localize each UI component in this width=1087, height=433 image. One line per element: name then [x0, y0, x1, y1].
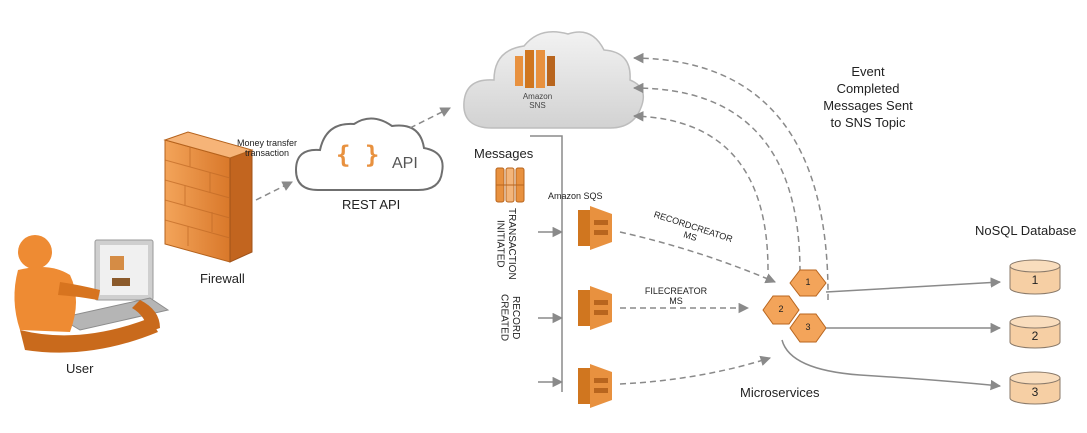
sns-line1: Amazon [522, 92, 553, 101]
api-icon-text: API [392, 155, 418, 172]
api-brace-icon: { } [336, 141, 380, 169]
database-cylinder-2 [1009, 315, 1061, 349]
rest-api-label: REST API [342, 197, 401, 212]
event-line4: to SNS Topic [830, 114, 906, 130]
event-completed-note: Event Completed Messages Sent to SNS Top… [818, 64, 918, 132]
db-2-label: 2 [1031, 329, 1039, 343]
record-line: RECORD [510, 295, 521, 340]
firewall-icon [163, 131, 254, 263]
transaction-initiated-label: TRANSACTION INITIATED [494, 208, 518, 280]
money-transfer-line1: Money transfer [236, 138, 298, 148]
hex-2-label: 2 [778, 304, 784, 314]
sqs-queue-icon-2 [578, 286, 612, 330]
microservice-hex-1 [789, 269, 827, 297]
initiated-line: INITIATED [494, 220, 506, 268]
event-line3: Messages Sent [823, 97, 913, 113]
money-transfer-line2: transaction [244, 148, 290, 159]
user-figure [14, 235, 170, 353]
message-queue-icon [495, 167, 525, 203]
created-line: CREATED [498, 294, 510, 342]
db-1-label: 1 [1031, 273, 1039, 287]
dashed-flow-arrows [255, 52, 829, 385]
filecreator-ms-label: FILECREATOR MS [636, 286, 716, 307]
sns-line2: SNS [529, 101, 546, 111]
filecreator-line: FILECREATOR [644, 286, 708, 296]
amazon-sns-label: Amazon SNS [515, 92, 560, 110]
money-transfer-label: Money transfer transaction [232, 138, 302, 159]
user-label: User [66, 361, 94, 376]
hex-3-label: 3 [805, 322, 811, 332]
firewall-label: Firewall [200, 271, 245, 286]
nosql-database-label: NoSQL Database [975, 223, 1077, 238]
sqs-queue-icon-3 [578, 364, 612, 408]
event-line2: Completed [836, 80, 900, 96]
api-cloud-icon [294, 117, 444, 191]
db-arrows [781, 277, 1002, 391]
hex-1-label: 1 [805, 277, 811, 287]
sns-fanout-lines [530, 135, 564, 392]
sns-logo-icon [515, 50, 555, 88]
event-line1: Event [851, 64, 885, 79]
messages-label: Messages [474, 146, 534, 161]
record-created-label: RECORD CREATED [498, 294, 522, 342]
db-3-label: 3 [1031, 385, 1039, 399]
filecreator-ms-line: MS [669, 296, 683, 307]
amazon-sqs-label: Amazon SQS [548, 191, 603, 201]
transaction-line: TRANSACTION [506, 208, 517, 280]
database-cylinder-3 [1009, 371, 1061, 405]
microservices-label: Microservices [740, 385, 820, 400]
microservice-hex-2 [762, 295, 800, 325]
sqs-queue-icon-1 [578, 206, 612, 250]
database-cylinder-1 [1009, 259, 1061, 295]
